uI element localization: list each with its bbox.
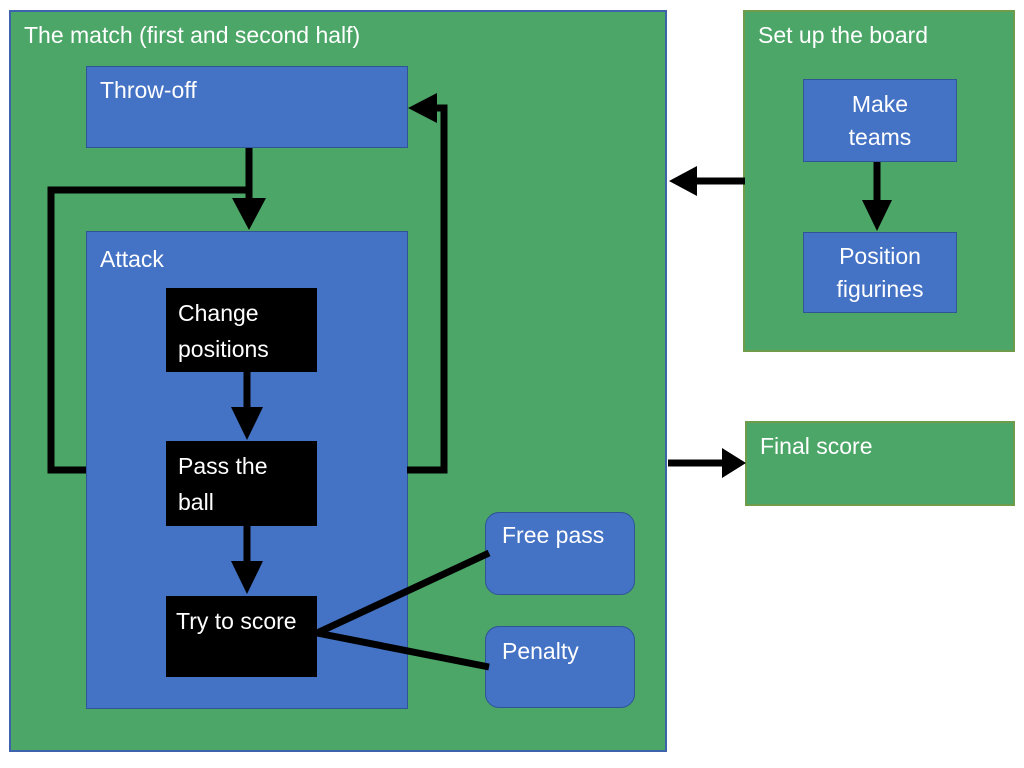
node-make-teams-label: Make teams <box>848 90 912 150</box>
arrow-setup-to-match-head <box>669 166 697 196</box>
node-change-positions-label: Change positions <box>178 300 269 362</box>
group-the-match-title: The match (first and second half) <box>24 22 361 48</box>
node-final-score: Final score <box>745 421 1015 506</box>
node-pass-the-ball-label: Pass the ball <box>178 453 268 515</box>
node-position-figurines-label: Position figurines <box>836 242 924 302</box>
node-change-positions: Change positions <box>166 288 317 372</box>
node-position-figurines: Position figurines <box>803 232 957 313</box>
node-penalty-label: Penalty <box>502 638 579 664</box>
node-attack-label: Attack <box>100 246 164 272</box>
node-try-to-score: Try to score <box>166 596 317 677</box>
node-penalty: Penalty <box>485 626 635 708</box>
node-free-pass-label: Free pass <box>502 522 605 548</box>
node-make-teams: Make teams <box>803 79 957 162</box>
node-final-score-label: Final score <box>760 433 873 459</box>
node-free-pass: Free pass <box>485 512 635 595</box>
arrow-match-to-finalscore-head <box>722 448 746 478</box>
node-throw-off-label: Throw-off <box>100 77 197 103</box>
node-pass-the-ball: Pass the ball <box>166 441 317 526</box>
node-throw-off: Throw-off <box>86 66 408 148</box>
node-try-to-score-label: Try to score <box>176 608 297 634</box>
group-set-up-the-board-title: Set up the board <box>758 22 929 48</box>
